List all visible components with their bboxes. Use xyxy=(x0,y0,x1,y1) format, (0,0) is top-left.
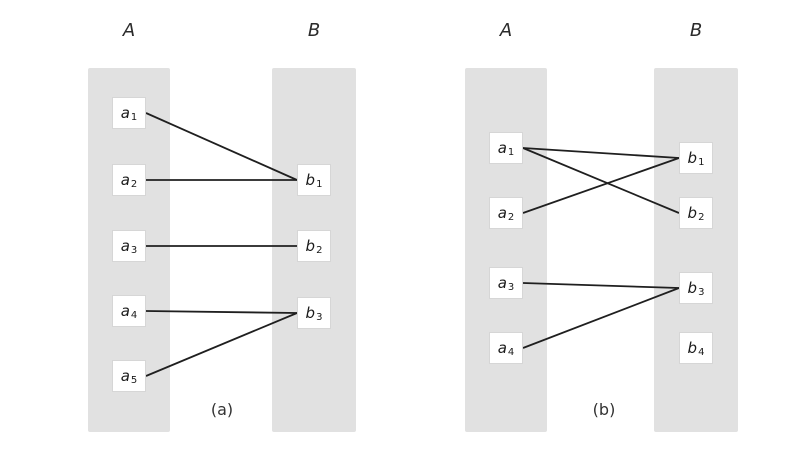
node-label-subscript: 2 xyxy=(316,244,323,256)
node-label-subscript: 4 xyxy=(507,346,515,358)
set-A-column-panel-b xyxy=(465,68,547,432)
set-B-column-panel-b xyxy=(654,68,738,432)
node-label-base: a xyxy=(497,204,507,222)
panel-a-edge-a4-b3 xyxy=(145,310,298,314)
node-label-subscript: 5 xyxy=(130,374,138,386)
node-label-subscript: 3 xyxy=(698,286,705,298)
node-label-subscript: 1 xyxy=(130,111,138,123)
node-label-subscript: 3 xyxy=(316,311,323,323)
node-label-base: b xyxy=(305,304,316,322)
caption-panel-a: (a) xyxy=(210,400,234,419)
set-label-A-panel-b: A xyxy=(499,20,513,41)
set-label-A-panel-a: A xyxy=(122,20,136,41)
node-label-subscript: 1 xyxy=(698,156,705,168)
set-label-B-panel-b: B xyxy=(689,20,703,41)
node-label-base: a xyxy=(120,237,130,255)
node-label-subscript: 4 xyxy=(698,346,705,358)
node-label-base: a xyxy=(497,274,507,292)
node-label-subscript: 2 xyxy=(130,178,138,190)
node-label-base: b xyxy=(687,149,698,167)
panel-a-edge-a5-b3 xyxy=(145,312,298,377)
node-label-base: b xyxy=(305,237,316,255)
node-label-subscript: 2 xyxy=(507,211,515,223)
node-label-base: a xyxy=(120,302,130,320)
node-label-subscript: 3 xyxy=(507,281,515,293)
node-label-subscript: 3 xyxy=(130,244,138,256)
node-label-subscript: 2 xyxy=(698,211,705,223)
node-label-base: b xyxy=(687,204,698,222)
panel-b-edge-a4-b3 xyxy=(522,287,680,349)
node-label-base: b xyxy=(687,339,698,357)
set-label-B-panel-a: B xyxy=(307,20,321,41)
node-label-base: a xyxy=(120,104,130,122)
node-label-base: b xyxy=(305,171,316,189)
node-label-subscript: 4 xyxy=(130,309,138,321)
panel-b-edge-a1-b2 xyxy=(522,147,680,214)
caption-panel-b: (b) xyxy=(592,400,616,419)
panel-b-edge-a1-b1 xyxy=(522,147,680,159)
node-label-subscript: 1 xyxy=(507,146,515,158)
node-label-subscript: 1 xyxy=(316,178,323,190)
node-label-base: b xyxy=(687,279,698,297)
panel-b-edge-a3-b3 xyxy=(522,282,680,289)
panel-a-edge-a1-b1 xyxy=(145,112,298,181)
node-label-base: a xyxy=(497,139,507,157)
panel-b-edge-a2-b1 xyxy=(522,157,680,214)
node-label-base: a xyxy=(120,171,130,189)
node-label-base: a xyxy=(497,339,507,357)
node-label-base: a xyxy=(120,367,130,385)
